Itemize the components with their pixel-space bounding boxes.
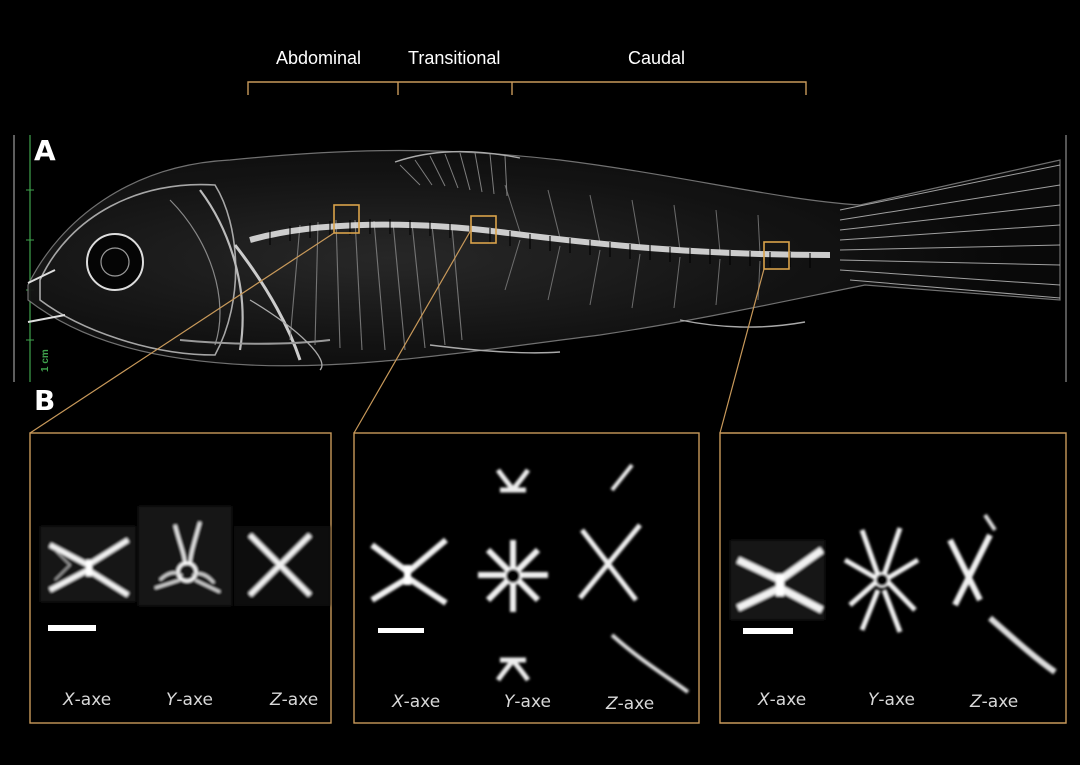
- panel-3-y-vertebra: [843, 527, 920, 633]
- panel-1-x-vertebra: [40, 526, 136, 602]
- connector-abdominal: [29, 232, 335, 434]
- region-label-abdominal: Abdominal: [276, 48, 362, 68]
- connector-caudal: [719, 268, 765, 434]
- panel-letter-b: B: [34, 384, 56, 417]
- panel-letter-a: A: [34, 134, 56, 167]
- axis-label-y-panel-3: Y-axe: [868, 690, 915, 710]
- panel-2-y-vertebra: [478, 468, 548, 682]
- scale-bar-panel-2: [378, 628, 424, 633]
- panel-caudal: [719, 432, 1067, 724]
- scale-label: 1 cm: [40, 349, 51, 372]
- fish-skeleton: [27, 149, 1061, 371]
- axis-label-x-panel-2: X-axe: [392, 692, 441, 712]
- zoom-box-abdominal: [333, 204, 360, 234]
- zoom-box-transitional: [470, 215, 497, 244]
- scale-bar: [13, 135, 1067, 382]
- axis-label-x-panel-1: X-axe: [63, 690, 112, 710]
- panel-1-y-vertebra: [138, 506, 232, 606]
- panel-transitional: [353, 432, 700, 724]
- axis-label-z-panel-2: Z-axe: [606, 694, 655, 714]
- region-label-caudal: Caudal: [628, 48, 686, 68]
- axis-label-y-panel-1: Y-axe: [166, 690, 213, 710]
- region-brackets: [247, 81, 807, 95]
- panel-3-x-vertebra: [730, 540, 825, 620]
- panel-abdominal: [29, 432, 332, 724]
- axis-label-z-panel-3: Z-axe: [970, 692, 1019, 712]
- panel-2-x-vertebra: [370, 537, 448, 606]
- axis-label-y-panel-2: Y-axe: [504, 692, 551, 712]
- axis-label-z-panel-1: Z-axe: [270, 690, 319, 710]
- panel-2-z-vertebra: [578, 463, 690, 694]
- scale-bar-panel-1: [48, 625, 96, 631]
- axis-label-x-panel-3: X-axe: [758, 690, 807, 710]
- main-bracket: [247, 81, 807, 95]
- panel-3-z-vertebra: [947, 513, 1057, 675]
- scale-bar-panel-3: [743, 628, 793, 634]
- panel-1-z-vertebra: [234, 526, 330, 606]
- region-label-transitional: Transitional: [408, 48, 501, 68]
- connector-transitional: [353, 229, 472, 434]
- zoom-box-caudal: [763, 241, 790, 270]
